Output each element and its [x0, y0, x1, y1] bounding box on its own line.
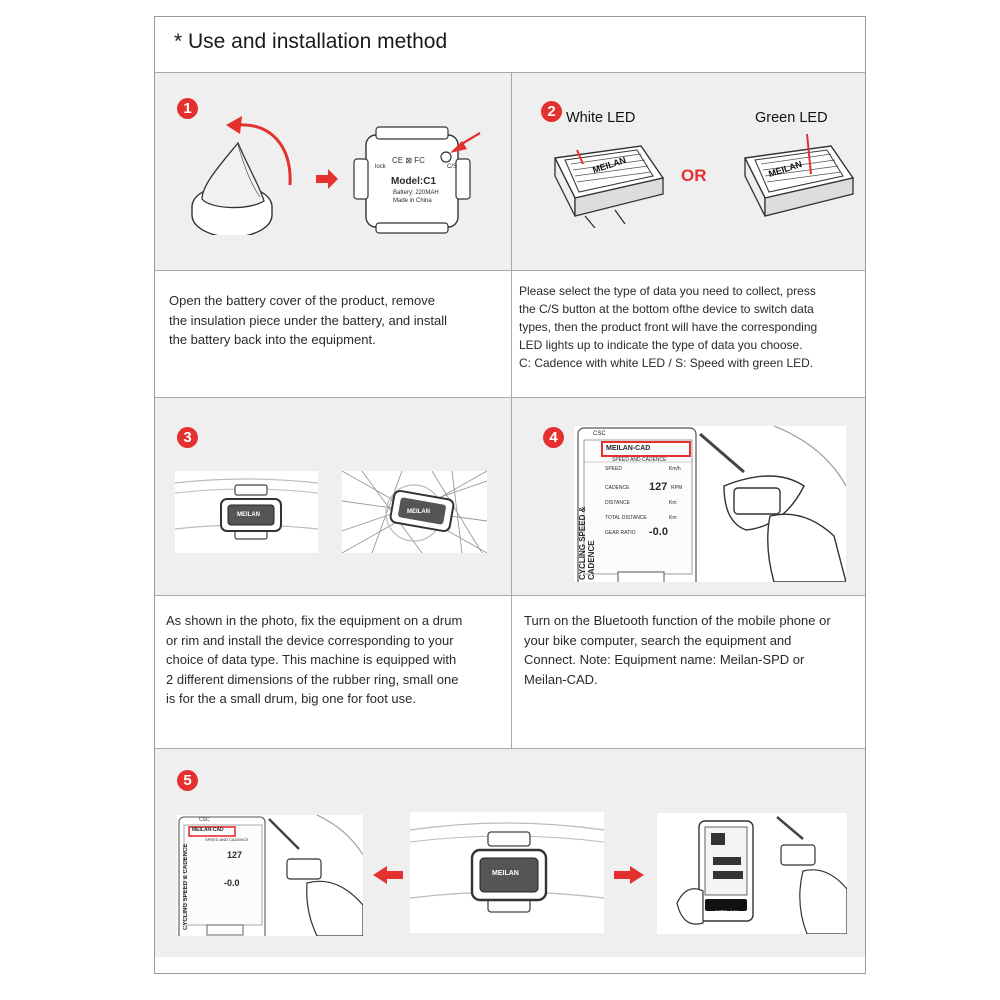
step-4-badge: 4 [543, 427, 564, 448]
steps-3-4-band-divider [154, 595, 866, 596]
step-3-text: As shown in the photo, fix the equipment… [166, 611, 462, 709]
row-divider-1 [154, 397, 866, 398]
bike-computer-brand: MEILAN [715, 911, 738, 917]
rim-mount-photo [342, 471, 487, 553]
svg-text:CE ⊠ FC: CE ⊠ FC [392, 156, 425, 165]
step-1-badge: 1 [177, 98, 198, 119]
metric-label: SPEED [605, 466, 622, 472]
step-4-line: Turn on the Bluetooth function of the mo… [524, 613, 831, 628]
step-4-text: Turn on the Bluetooth function of the mo… [524, 611, 831, 689]
drum-mount-brand: MEILAN [237, 512, 260, 518]
metric-value: -0.0 [649, 526, 668, 538]
step-3-line: As shown in the photo, fix the equipment… [166, 613, 463, 628]
step-2-badge: 2 [541, 101, 562, 122]
step-2-line: C: Cadence with white LED / S: Speed wit… [519, 356, 814, 370]
step-1-line: the battery back into the equipment. [169, 332, 376, 347]
step-5-cadence-value: 127 [227, 850, 243, 860]
step-5-phone-header: CSC [199, 817, 210, 823]
step-5-phone-device-name: MEILAN-CAD [192, 827, 224, 833]
step-3-line: is for the a small drum, big one for foo… [166, 691, 417, 706]
step-5-badge: 5 [177, 770, 198, 791]
device-model-label: Model:C1 [391, 176, 436, 187]
phone-device-name: MEILAN-CAD [606, 445, 651, 452]
step-5-device-photo [410, 812, 604, 933]
step-1-illustration: CE ⊠ FC [180, 105, 500, 235]
green-led-device-illustration [735, 128, 860, 228]
metric-row: CADENCE 127 RPM [605, 481, 683, 496]
step-5-phone-photo [177, 815, 363, 936]
phone-header: CSC [593, 431, 606, 437]
white-led-label: White LED [566, 110, 636, 126]
step-5-device-brand: MEILAN [492, 870, 519, 877]
arrow-right-icon [614, 866, 644, 884]
steps-1-2-band-divider [154, 270, 866, 271]
step-2-line: LED lights up to indicate the type of da… [519, 338, 803, 352]
metric-unit: RPM [671, 485, 683, 491]
arrow-left-icon [373, 866, 403, 884]
step-4-line: your bike computer, search the equipment… [524, 632, 792, 648]
row-divider-2 [154, 748, 866, 749]
step-3-badge: 3 [177, 427, 198, 448]
title-divider [154, 72, 866, 73]
phone-metric-list: SPEED Km/h CADENCE 127 RPM DISTANCE Km T… [605, 466, 683, 541]
metric-label: TOTAL DISTANCE [605, 515, 647, 521]
green-led-label: Green LED [755, 110, 828, 126]
white-led-device-illustration [545, 128, 670, 228]
or-label: OR [681, 166, 707, 185]
metric-unit: Km/h [669, 466, 681, 472]
metric-row: GEAR RATIO -0.0 [605, 526, 681, 541]
step-5-phone-section: SPEED AND CADENCE [205, 837, 249, 842]
step-2-line: types, then the product front will have … [519, 320, 818, 334]
step-1-line: the insulation piece under the battery, … [169, 312, 447, 328]
device-lock-label: lock [375, 164, 386, 170]
phone-vertical-title: CYCLING SPEED & CADENCE [578, 506, 596, 580]
rim-mount-brand: MEILAN [407, 509, 430, 515]
step-1-line: Open the battery cover of the product, r… [169, 293, 435, 308]
step-3-line: choice of data type. This machine is equ… [166, 652, 457, 667]
step-5-bike-computer-photo [657, 813, 847, 934]
step-3-line: 2 different dimensions of the rubber rin… [166, 671, 459, 687]
metric-unit: Km [669, 500, 677, 506]
metric-row: TOTAL DISTANCE Km [605, 511, 681, 526]
metric-unit: Km [669, 515, 677, 521]
device-cs-label: C/S [447, 164, 458, 170]
metric-row: SPEED Km/h [605, 466, 681, 481]
metric-value: 127 [649, 481, 668, 493]
step-4-line: Connect. Note: Equipment name: Meilan-SP… [524, 652, 805, 667]
metric-label: DISTANCE [605, 500, 630, 506]
device-battery-label: Battery: 220MAH [393, 190, 439, 196]
phone-section-title: SPEED AND CADENCE [612, 457, 667, 463]
step-2-line: the C/S button at the bottom ofthe devic… [519, 302, 814, 316]
step-5-phone-vertical-title: CYCLING SPEED & CADENCE [183, 843, 189, 930]
step-3-line: or rim and install the device correspond… [166, 632, 454, 648]
metric-label: CADENCE [605, 485, 630, 491]
step-2-text: Please select the type of data you need … [519, 282, 817, 372]
drum-mount-photo [175, 471, 318, 553]
step-2-line: Please select the type of data you need … [519, 284, 816, 298]
steps-1-2-divider [511, 73, 512, 397]
step-4-line: Meilan-CAD. [524, 671, 598, 687]
page-title: * Use and installation method [174, 30, 448, 53]
steps-3-4-divider [511, 398, 512, 748]
metric-row: DISTANCE Km [605, 496, 681, 511]
step-5-gear-value: -0.0 [224, 878, 240, 888]
metric-label: GEAR RATIO [605, 530, 636, 536]
device-origin-label: Made in China [393, 198, 432, 204]
step-1-text: Open the battery cover of the product, r… [169, 291, 447, 350]
phone-app-photo [574, 426, 846, 582]
battery-insulation-diagram: CE ⊠ FC [191, 116, 481, 235]
